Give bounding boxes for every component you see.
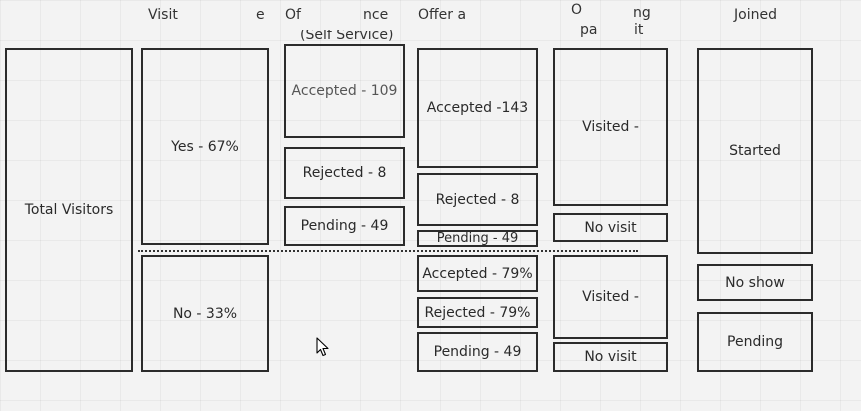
total-visitors-box[interactable]: Total Visitors bbox=[5, 48, 133, 372]
header-visit: Visit e Of nce (Self Service) Offer a O … bbox=[0, 0, 861, 43]
visit-yes-box[interactable]: Yes - 67% bbox=[141, 48, 269, 245]
ob-visited-bottom-box[interactable]: Visited - bbox=[553, 255, 668, 339]
oa-pending-top-box[interactable]: Pending - 49 bbox=[417, 230, 538, 247]
joined-pending-box[interactable]: Pending bbox=[697, 312, 813, 372]
ss-accepted-box[interactable]: Accepted - 109 bbox=[284, 44, 405, 138]
dotted-separator-line bbox=[138, 250, 638, 252]
visit-no-box[interactable]: No - 33% bbox=[141, 255, 269, 372]
header-onboarding-part-1: O bbox=[571, 2, 583, 18]
oa-rejected-top-box[interactable]: Rejected - 8 bbox=[417, 173, 538, 226]
oa-pending-bottom-box[interactable]: Pending - 49 bbox=[417, 332, 538, 372]
arrow-cursor-icon bbox=[316, 337, 329, 357]
header-onboarding-part-3: pa bbox=[580, 22, 598, 38]
oa-accepted-bottom-box[interactable]: Accepted - 79% bbox=[417, 255, 538, 292]
joined-no-show-box[interactable]: No show bbox=[697, 264, 813, 301]
ss-pending-box[interactable]: Pending - 49 bbox=[284, 206, 405, 246]
oa-rejected-bottom-box[interactable]: Rejected - 79% bbox=[417, 297, 538, 328]
oa-accepted-top-box[interactable]: Accepted -143 bbox=[417, 48, 538, 168]
header-visit-part-1: Visit bbox=[148, 7, 178, 23]
ss-rejected-box[interactable]: Rejected - 8 bbox=[284, 147, 405, 199]
header-offer-acceptance-part-2: nce bbox=[363, 7, 389, 23]
header-offer-acceptance-sub: (Self Service) bbox=[300, 27, 394, 43]
header-visit-part-2: e bbox=[256, 7, 265, 23]
header-onboarding-part-4: it bbox=[634, 22, 644, 38]
ob-no-visit-bottom-box[interactable]: No visit bbox=[553, 342, 668, 372]
header-joined: Joined bbox=[734, 7, 777, 23]
header-offer-acceptance-part-1: Of bbox=[285, 7, 301, 23]
ob-visited-top-box[interactable]: Visited - bbox=[553, 48, 668, 206]
joined-started-box[interactable]: Started bbox=[697, 48, 813, 254]
header-offer-admin: Offer a bbox=[418, 7, 467, 23]
ob-no-visit-top-box[interactable]: No visit bbox=[553, 213, 668, 242]
header-onboarding-part-2: ng bbox=[633, 5, 651, 21]
